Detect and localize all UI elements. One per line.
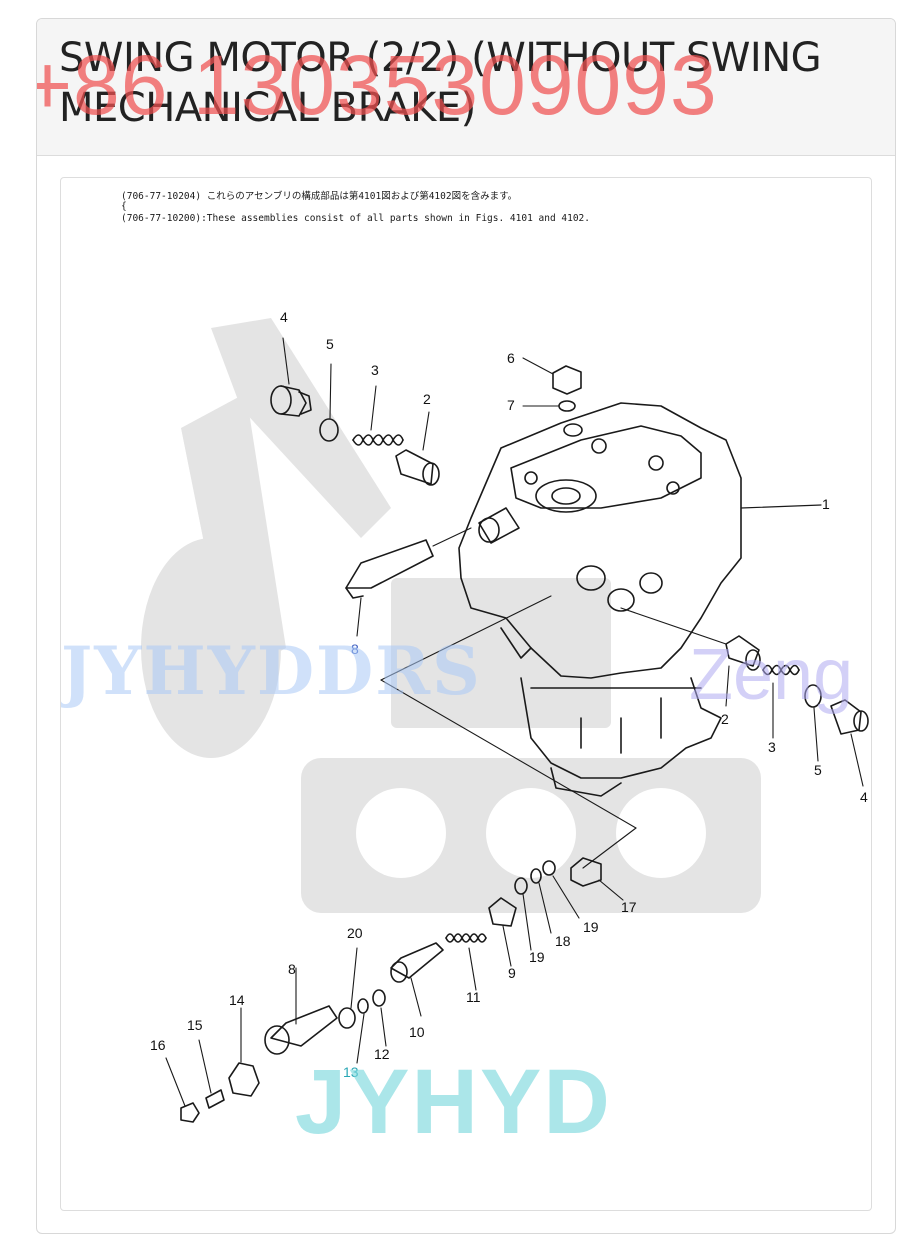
callout-5-upper: 5: [326, 336, 334, 352]
callout-8-lower: 8: [288, 961, 296, 977]
assembly-note-line-2: {: [121, 201, 127, 212]
relief-valve-plug-lower: [830, 699, 869, 787]
callout-3-lower: 3: [768, 739, 776, 755]
plug-17: [570, 857, 624, 901]
callout-16: 16: [150, 1037, 166, 1053]
exploded-parts-diagram: 4 5 3 2 6 7 1 8 2 3 5 4 17 19 18 19 9 11…: [60, 177, 872, 1211]
nut-14: [228, 1007, 260, 1097]
brand-watermark-right: Zeng: [689, 635, 854, 715]
callout-7: 7: [507, 397, 515, 413]
spring-lower: [762, 664, 800, 739]
callout-15: 15: [187, 1017, 203, 1033]
check-valve-8-upper: [345, 527, 472, 637]
spring-upper: [352, 385, 404, 446]
parts-card: SWING MOTOR (2/2) (WITHOUT SWING MECHANI…: [36, 18, 896, 1234]
callout-6: 6: [507, 350, 515, 366]
card-header: SWING MOTOR (2/2) (WITHOUT SWING MECHANI…: [37, 19, 895, 156]
nut-16: [165, 1057, 200, 1123]
callout-20: 20: [347, 925, 363, 941]
callout-8-upper: 8: [351, 641, 359, 657]
spring-11: [445, 933, 487, 991]
o-ring-upper: [319, 363, 339, 442]
callout-12: 12: [374, 1046, 390, 1062]
assembly-note-line-1: (706-77-10204) これらのアセンブリの構成部品は第4101図および第…: [121, 191, 518, 202]
brand-watermark-left: JYHYDDRS: [61, 632, 482, 710]
callout-5-lower: 5: [814, 762, 822, 778]
o-ring-7: [522, 400, 576, 412]
phone-watermark: +86 13035309093: [36, 38, 718, 132]
callout-13: 13: [343, 1064, 359, 1080]
callout-1: 1: [822, 496, 830, 512]
callout-9: 9: [508, 965, 516, 981]
rings-12-13-20: [338, 947, 387, 1064]
callout-labels: 4 5 3 2 6 7 1 8 2 3 5 4 17 19 18 19 9 11…: [150, 309, 868, 1080]
callout-11: 11: [466, 989, 481, 1005]
callout-10: 10: [409, 1024, 425, 1040]
swing-motor-body: [458, 402, 742, 797]
callout-2-upper: 2: [423, 391, 431, 407]
callout-19-right: 19: [583, 919, 599, 935]
check-valve-8-lower: [264, 967, 338, 1055]
callout-3-upper: 3: [371, 362, 379, 378]
screw-15: [198, 1039, 225, 1109]
seat-9: [488, 897, 517, 967]
relief-valve-plug-upper: [270, 337, 312, 417]
washers-19-18: [514, 860, 580, 951]
poppet-10: [390, 942, 444, 1017]
piston-upper: [395, 411, 440, 486]
diagram-drawing: 4 5 3 2 6 7 1 8 2 3 5 4 17 19 18 19 9 11…: [141, 309, 869, 1123]
callout-17: 17: [621, 899, 637, 915]
page-title: SWING MOTOR (2/2) (WITHOUT SWING MECHANI…: [59, 35, 822, 131]
callout-19-left: 19: [529, 949, 545, 965]
plug-6: [522, 357, 582, 395]
callout-14: 14: [229, 992, 245, 1008]
excavator-silhouette-watermark: [141, 318, 761, 913]
callout-4-upper: 4: [280, 309, 288, 325]
brand-watermark-bottom: JYHYD: [295, 1051, 612, 1153]
callout-18: 18: [555, 933, 571, 949]
callout-2-lower: 2: [721, 711, 729, 727]
piston-lower: [620, 607, 761, 707]
assembly-note-line-3: (706-77-10200):These assemblies consist …: [121, 213, 590, 224]
o-ring-lower: [804, 684, 822, 762]
callout-4-lower: 4: [860, 789, 868, 805]
